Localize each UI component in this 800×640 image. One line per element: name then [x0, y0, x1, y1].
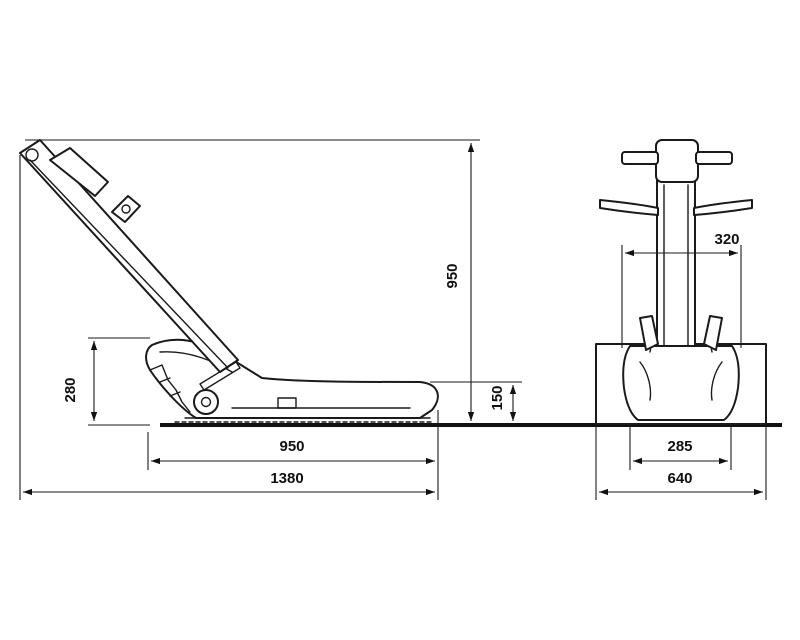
control-box [111, 195, 141, 223]
dim-total-width: 640 [667, 470, 692, 487]
dim-handle-width: 320 [714, 231, 739, 248]
dim-platform-height: 150 [489, 385, 506, 410]
dim-track-length: 950 [279, 438, 304, 455]
front-dimensions: 320 285 640 [595, 231, 767, 500]
top-control-box [655, 139, 699, 183]
side-view [19, 139, 600, 427]
dim-body-height: 280 [62, 377, 79, 402]
footplate-latch [277, 397, 297, 409]
grip-left [621, 151, 659, 165]
dim-total-height: 950 [444, 263, 461, 288]
dim-track-width: 285 [667, 438, 692, 455]
front-column [656, 179, 696, 349]
handlebar [599, 199, 659, 216]
handle-housing [49, 147, 109, 197]
grip-right [695, 151, 733, 165]
track-housing [622, 345, 740, 421]
front-view [590, 139, 782, 427]
dim-total-length: 1380 [270, 470, 303, 487]
rear-wheel [193, 389, 219, 415]
column [19, 139, 239, 373]
side-dimensions: 950 280 150 950 1380 [19, 139, 522, 500]
stairclimber-base [145, 338, 439, 419]
